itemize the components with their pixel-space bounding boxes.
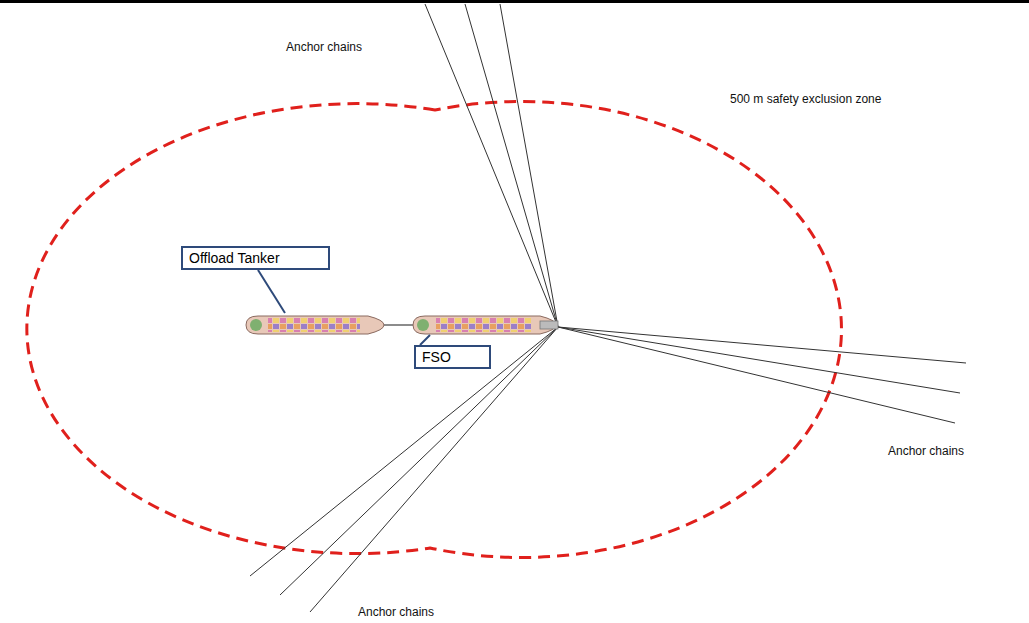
- leader-line: [420, 335, 430, 345]
- offload-tanker-ship: [246, 316, 384, 334]
- fso-ship: [413, 316, 558, 334]
- callout-text: FSO: [422, 349, 451, 365]
- anchor-chains: [250, 4, 966, 612]
- annotation-label: Anchor chains: [886, 444, 966, 458]
- callout-box: FSO: [414, 345, 491, 369]
- hawser: [382, 324, 414, 326]
- leader-line: [258, 270, 285, 313]
- callout-box: Offload Tanker: [181, 246, 330, 270]
- exclusion-zone: [27, 102, 842, 558]
- callout-text: Offload Tanker: [189, 250, 280, 266]
- annotation-label: Anchor chains: [284, 40, 364, 54]
- annotation-label: 500 m safety exclusion zone: [728, 92, 883, 106]
- annotation-label: Anchor chains: [356, 605, 436, 619]
- top-rule: [0, 0, 1029, 3]
